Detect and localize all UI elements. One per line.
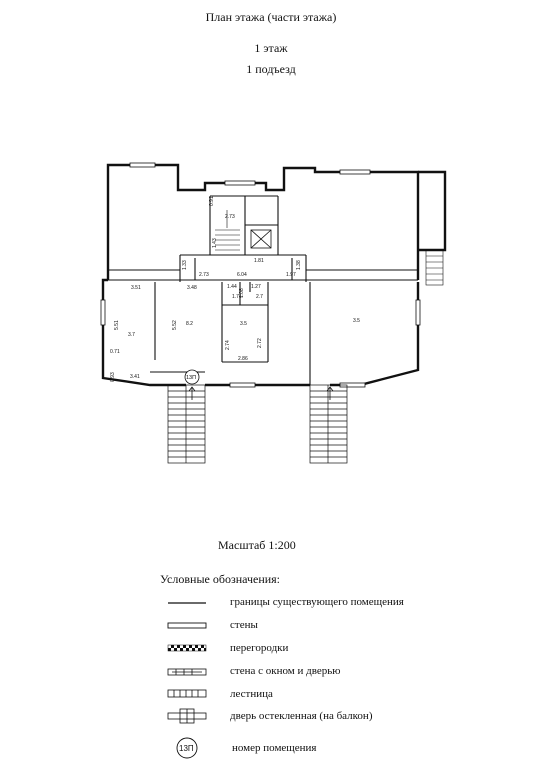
dim-label: 1.44	[227, 284, 237, 290]
entrance-label: 1 подъезд	[246, 62, 296, 76]
elevator-shaft	[250, 229, 272, 249]
room-area-label: 3.7	[128, 332, 135, 338]
dim-label: 1.38	[296, 260, 302, 270]
legend-label-wall: стены	[230, 619, 258, 631]
room-area-label: 8.2	[186, 321, 193, 327]
dim-label: 1.97	[286, 272, 296, 278]
dim-label: 1.81	[254, 258, 264, 264]
dim-label: 6.04	[237, 272, 247, 278]
legend-label-stair: лестница	[230, 688, 273, 700]
dim-label: 2.73	[199, 272, 209, 278]
legend-label-boundary: границы существующего помещения	[230, 596, 404, 608]
dim-label: 1.33	[182, 260, 188, 270]
legend-symbol-room-number	[176, 737, 198, 759]
entrance-stair-left	[167, 384, 206, 464]
dim-label: 5.52	[172, 320, 178, 330]
dim-label: 3.41	[130, 374, 140, 380]
interior-walls	[108, 195, 418, 385]
dim-label: 2.7	[256, 294, 263, 300]
dim-label: 1.71	[232, 294, 242, 300]
legend-label-window-door: стена с окном и дверью	[230, 665, 341, 677]
dim-label: 2.86	[238, 356, 248, 362]
dim-label: 1.43	[212, 238, 218, 248]
legend-symbols	[167, 602, 207, 759]
windows	[100, 162, 421, 388]
dim-label: 3.48	[187, 285, 197, 291]
legend-symbol-wall	[167, 622, 207, 629]
dim-label: 3.5	[353, 318, 360, 324]
internal-stair	[215, 210, 240, 251]
legend-symbol-stair	[167, 689, 207, 698]
dim-label: 0.91	[209, 196, 215, 206]
legend-symbol-glazed-door	[167, 708, 207, 724]
legend-symbol-window-door	[167, 668, 207, 676]
legend-symbol-partition	[167, 644, 207, 652]
floor-label: 1 этаж	[254, 41, 288, 55]
legend-label-glazed-door: дверь остекленная (на балкон)	[230, 710, 373, 722]
legend-room-number-text: 13П	[179, 744, 194, 753]
dim-label: 0.71	[110, 349, 120, 355]
dim-label: 2.74	[225, 340, 231, 350]
room-marker-text: 13П	[186, 375, 196, 381]
legend-label-partition: перегородки	[230, 642, 289, 654]
room-area-label: 3.5	[240, 321, 247, 327]
entrance-arrows	[188, 386, 334, 400]
dim-label: 3.51	[131, 285, 141, 291]
dim-label: 2.72	[257, 338, 263, 348]
page-title: План этажа (части этажа)	[205, 10, 337, 24]
scale-label: Масштаб 1:200	[218, 538, 296, 552]
dim-label: 2.73	[225, 214, 235, 220]
dim-label: 1.08	[239, 288, 245, 298]
entrance-stair-right	[309, 384, 348, 464]
room-marker-circle	[184, 369, 200, 385]
legend-title: Условные обозначения:	[160, 572, 281, 586]
dim-label: 5.51	[114, 320, 120, 330]
dim-label: 0.93	[110, 372, 116, 382]
legend-label-room-number: номер помещения	[232, 742, 317, 754]
dim-label: 1.27	[251, 284, 261, 290]
balcony-stair	[425, 249, 444, 286]
outer-walls	[101, 163, 447, 387]
